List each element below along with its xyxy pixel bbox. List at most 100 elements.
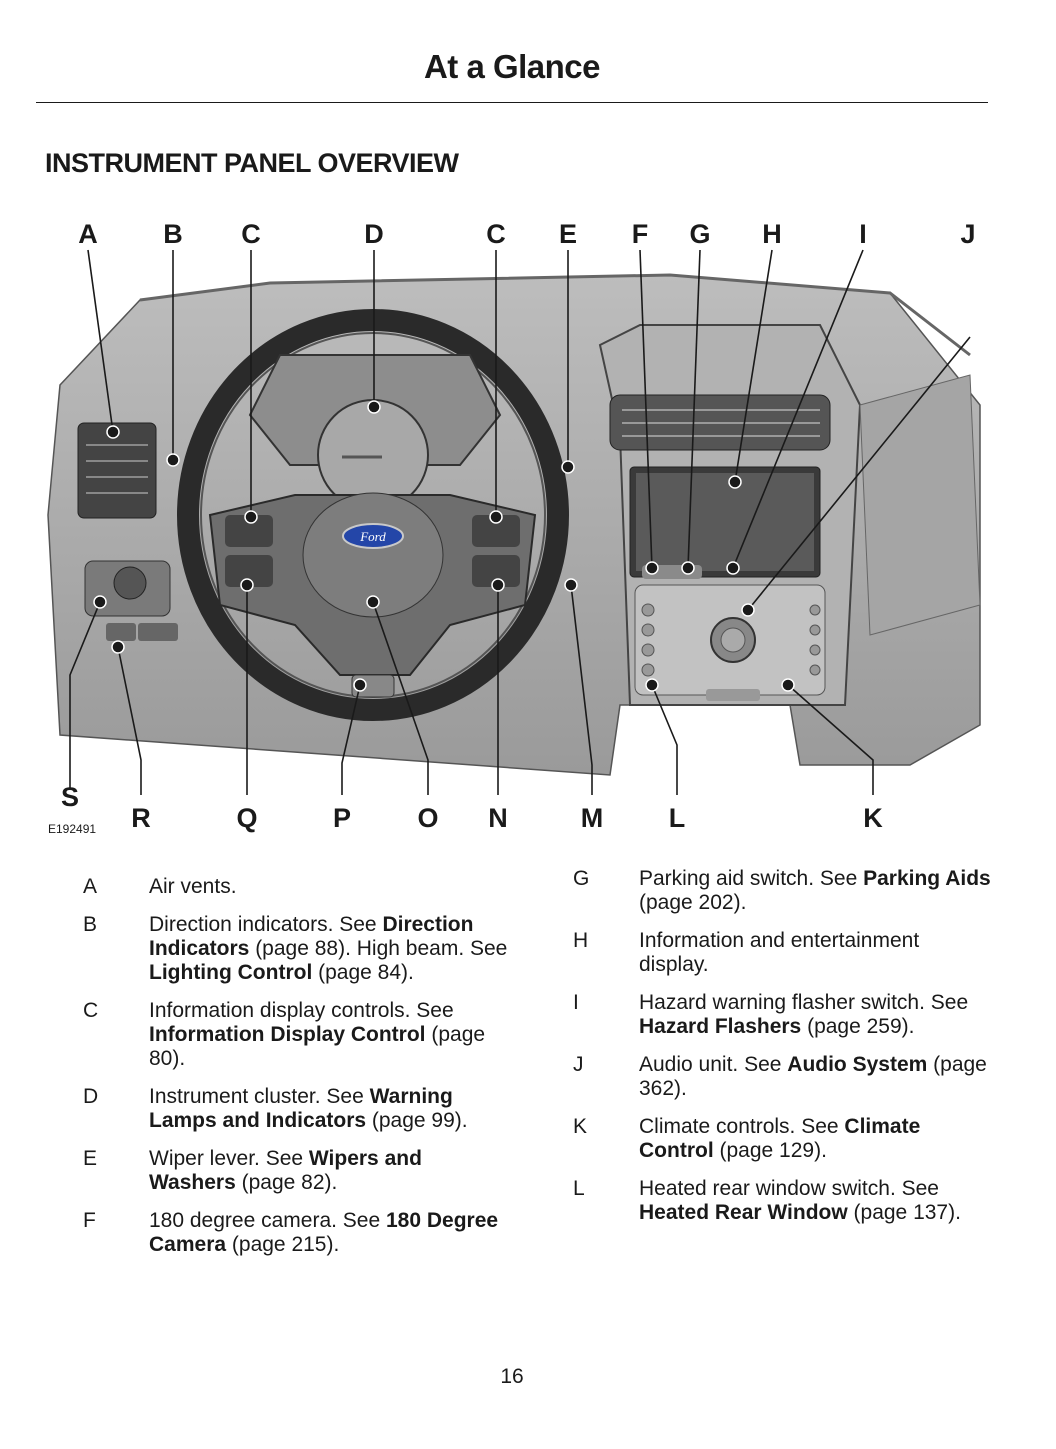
legend-key: F xyxy=(83,1209,96,1232)
legend-entry: F 180 degree camera. See 180 Degree Camer… xyxy=(83,1209,513,1257)
page-number: 16 xyxy=(500,1365,524,1388)
legend-text: Air vents. xyxy=(149,875,237,899)
passenger-dash xyxy=(859,374,981,636)
legend-text: 180 degree camera. See 180 Degree Camera… xyxy=(149,1209,513,1257)
legend-text: Heated rear window switch. See Heated Re… xyxy=(639,1177,993,1225)
legend-entry: J Audio unit. See Audio System (page 362)… xyxy=(573,1053,993,1101)
legend-text: Information and entertainment display. xyxy=(639,929,993,977)
legend-text-run: Instrument cluster. See xyxy=(149,1085,370,1108)
callout-top-g: G xyxy=(689,219,710,249)
legend-entry: G Parking aid switch. See Parking Aids (p… xyxy=(573,867,993,915)
legend-key: D xyxy=(83,1085,99,1108)
callout-bottom-n: N xyxy=(488,803,508,833)
legend-text-run: (page 137). xyxy=(847,1201,961,1224)
legend-text: Direction indicators. See Direction Indi… xyxy=(149,913,513,985)
legend-entry: H Information and entertainment display. xyxy=(573,929,993,977)
ford-badge xyxy=(342,523,404,549)
legend-key: L xyxy=(573,1177,585,1200)
legend-entry: E Wiper lever. See Wipers and Washers (pa… xyxy=(83,1147,513,1195)
legend-left-column: A Air vents. B Direction indicators. See Di… xyxy=(83,875,513,1271)
legend-key: E xyxy=(83,1147,98,1170)
legend-entry: I Hazard warning flasher switch. See Haza… xyxy=(573,991,993,1039)
callout-bottom-p: P xyxy=(333,803,351,833)
legend-text-run: (page 259). xyxy=(801,1015,915,1038)
callout-bottom-m: M xyxy=(581,803,604,833)
legend-text: Audio unit. See Audio System (page 362). xyxy=(639,1053,993,1101)
legend-reference: Parking Aids xyxy=(863,867,991,890)
legend-reference: Direction Indicators xyxy=(149,913,474,960)
callout-top-b: B xyxy=(163,219,183,249)
legend-reference: Lighting Control xyxy=(149,961,313,984)
legend-text: Wiper lever. See Wipers and Washers (pag… xyxy=(149,1147,513,1195)
legend-text-run: Climate controls. See xyxy=(639,1115,845,1138)
callout-bottom-o: O xyxy=(417,803,438,833)
legend-key: G xyxy=(573,867,590,890)
legend-entry: A Air vents. xyxy=(83,875,513,899)
legend-text-run: Direction indicators. See xyxy=(149,913,383,936)
legend-text-run: Wiper lever. See xyxy=(149,1147,309,1170)
legend-text-run: Heated rear window switch. See xyxy=(639,1177,939,1200)
callout-bottom-l: L xyxy=(669,803,686,833)
legend-text-run: (page 84). xyxy=(312,961,414,984)
legend-text-run: (page 215). xyxy=(226,1233,340,1256)
legend-entry: D Instrument cluster. See Warning Lamps a… xyxy=(83,1085,513,1133)
page-header-title: At a Glance xyxy=(423,48,601,85)
callout-leaders xyxy=(69,249,971,795)
legend-text-run: (page 362). xyxy=(639,1053,987,1100)
legend-text: Information display controls. See Inform… xyxy=(149,999,513,1071)
callout-bottom-q: Q xyxy=(236,803,257,833)
legend-reference: Climate Control xyxy=(639,1115,921,1162)
instrument-panel-diagram: Ford xyxy=(47,219,981,833)
callout-top-e: E xyxy=(559,219,577,249)
steering-wheel-rim xyxy=(177,309,569,721)
legend-reference: Heated Rear Window xyxy=(639,1201,848,1224)
legend-text: Instrument cluster. See Warning Lamps an… xyxy=(149,1085,513,1133)
callout-top-f: F xyxy=(632,219,649,249)
legend-text-run: Audio unit. See xyxy=(639,1053,788,1076)
legend-key: B xyxy=(83,913,98,936)
legend-text-run: Information and entertainment display. xyxy=(639,929,920,976)
callout-bottom-k: K xyxy=(863,803,883,833)
callout-top-c-left: C xyxy=(241,219,261,249)
legend-text-run: Air vents. xyxy=(149,875,237,898)
left-air-vent xyxy=(77,422,157,519)
header-divider xyxy=(36,102,988,103)
legend-entry: K Climate controls. See Climate Control (… xyxy=(573,1115,993,1163)
legend-key: H xyxy=(573,929,589,952)
ford-badge-text: Ford xyxy=(359,529,386,544)
legend-entry: L Heated rear window switch. See Heated R… xyxy=(573,1177,993,1225)
callout-top-a: A xyxy=(78,219,98,249)
legend-reference: Audio System xyxy=(787,1053,928,1076)
legend-text: Hazard warning flasher switch. See Hazar… xyxy=(639,991,993,1039)
legend-key: K xyxy=(573,1115,588,1138)
legend-text-run: Information display controls. See xyxy=(149,999,454,1022)
legend-reference: Information Display Control xyxy=(149,1023,426,1046)
dash-top-edge xyxy=(139,273,971,357)
legend-reference: Hazard Flashers xyxy=(639,1015,802,1038)
callout-top-c-right: C xyxy=(486,219,506,249)
legend-key: J xyxy=(573,1053,584,1076)
legend-key: A xyxy=(83,875,98,898)
legend-text-run: Parking aid switch. See xyxy=(639,867,864,890)
section-title: INSTRUMENT PANEL OVERVIEW xyxy=(45,148,459,178)
figure-id: E192491 xyxy=(48,822,97,836)
legend-text-run: (page 202). xyxy=(639,891,747,914)
legend-text-run: (page 80). xyxy=(149,1023,486,1070)
callout-top-j: J xyxy=(960,219,975,249)
callout-bottom-r: R xyxy=(131,803,151,833)
legend-text: Parking aid switch. See Parking Aids (pa… xyxy=(639,867,993,915)
legend-entry: B Direction indicators. See Direction Ind… xyxy=(83,913,513,985)
legend-text-run: (page 82). xyxy=(235,1171,338,1194)
legend-text-run: 180 degree camera. See xyxy=(149,1209,386,1232)
legend-right-column: G Parking aid switch. See Parking Aids (p… xyxy=(573,867,993,1239)
legend-text-run: (page 99). xyxy=(366,1109,468,1132)
callout-top-i: I xyxy=(859,219,867,249)
legend-reference: Wipers and Washers xyxy=(149,1147,422,1194)
legend-key: I xyxy=(573,991,579,1014)
callout-bottom-s: S xyxy=(61,782,79,812)
callout-top-h: H xyxy=(762,219,782,249)
legend-text: Climate controls. See Climate Control (p… xyxy=(639,1115,993,1163)
legend-text-run: Hazard warning flasher switch. See xyxy=(639,991,969,1014)
legend-text-run: (page 129). xyxy=(713,1139,827,1162)
